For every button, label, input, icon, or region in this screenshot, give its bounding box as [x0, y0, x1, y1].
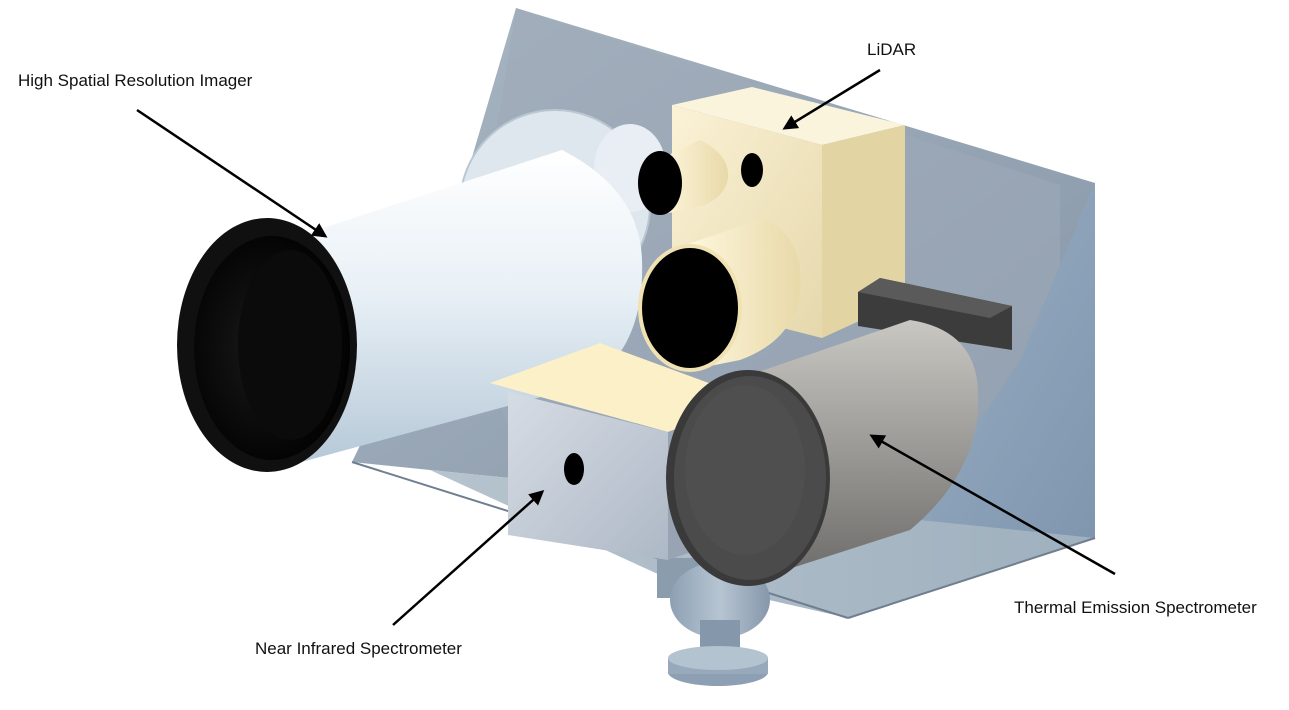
label-thermal-emission-spectrometer: Thermal Emission Spectrometer	[1014, 598, 1257, 617]
lidar-receiver-aperture	[638, 151, 682, 215]
label-near-infrared-spectrometer: Near Infrared Spectrometer	[255, 639, 462, 658]
imager-callout-arrow	[136, 108, 328, 238]
label-lidar: LiDAR	[867, 40, 917, 59]
enclosure-side-panel	[848, 183, 1095, 618]
near-ir-aperture	[564, 453, 584, 485]
label-high-spatial-resolution-imager: High Spatial Resolution Imager	[18, 71, 253, 90]
near-ir-callout-arrow	[392, 490, 545, 626]
thermal-callout-arrow	[869, 434, 1116, 576]
lidar-callout-arrow	[782, 68, 881, 130]
thermal-emission-spectrometer	[666, 320, 979, 586]
